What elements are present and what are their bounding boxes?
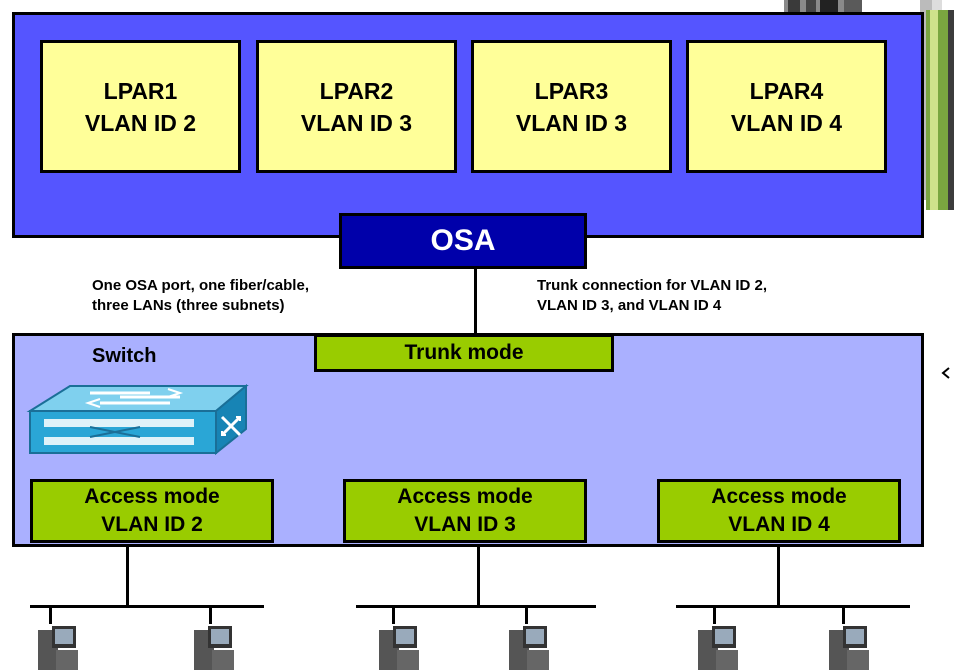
lpar-2: LPAR2 VLAN ID 3	[256, 40, 457, 173]
lpar-3: LPAR3 VLAN ID 3	[471, 40, 672, 173]
lpar-vlan: VLAN ID 4	[730, 109, 843, 136]
lan-2-drop	[126, 546, 129, 606]
trunk-mode-port: Trunk mode	[314, 334, 614, 372]
workstation-icon	[379, 626, 419, 670]
lpar-vlan: VLAN ID 2	[84, 109, 197, 136]
server-green-bezel	[926, 10, 954, 210]
switch-icon	[26, 383, 249, 456]
workstation-icon	[509, 626, 549, 670]
lpar-name: LPAR3	[534, 77, 609, 104]
workstation-drop	[713, 606, 716, 624]
access-port-vlan-2: Access mode VLAN ID 2	[30, 479, 274, 543]
access-vlan-label: VLAN ID 4	[728, 513, 830, 536]
lpar-vlan: VLAN ID 3	[515, 109, 628, 136]
workstation-icon	[194, 626, 234, 670]
lpar-1: LPAR1 VLAN ID 2	[40, 40, 241, 173]
lpar-name: LPAR1	[103, 77, 178, 104]
note-line: VLAN ID 3, and VLAN ID 4	[537, 297, 722, 314]
access-mode-label: Access mode	[397, 485, 533, 508]
access-port-vlan-3: Access mode VLAN ID 3	[343, 479, 587, 543]
osa-trunk-cable	[474, 269, 477, 335]
lan-3-drop	[477, 546, 480, 606]
trunk-mode-label: Trunk mode	[404, 341, 524, 364]
lpar-vlan: VLAN ID 3	[300, 109, 413, 136]
workstation-drop	[392, 606, 395, 624]
note-line: Trunk connection for VLAN ID 2,	[537, 277, 768, 294]
note-line: One OSA port, one fiber/cable,	[92, 277, 309, 294]
workstation-icon	[698, 626, 738, 670]
access-mode-label: Access mode	[84, 485, 220, 508]
osa-adapter: OSA	[339, 213, 587, 269]
trunk-connection-note: Trunk connection for VLAN ID 2, VLAN ID …	[537, 276, 767, 316]
side-arrow-icon	[941, 367, 950, 379]
workstation-drop	[842, 606, 845, 624]
workstation-icon	[829, 626, 869, 670]
lan-2-bus	[30, 605, 264, 608]
access-vlan-label: VLAN ID 3	[414, 513, 516, 536]
note-line: three LANs (three subnets)	[92, 297, 285, 314]
access-vlan-label: VLAN ID 2	[101, 513, 203, 536]
workstation-drop	[49, 606, 52, 624]
workstation-drop	[525, 606, 528, 624]
lan-3-bus	[356, 605, 596, 608]
switch-label: Switch	[92, 345, 157, 367]
access-port-vlan-4: Access mode VLAN ID 4	[657, 479, 901, 543]
workstation-drop	[209, 606, 212, 624]
access-mode-label: Access mode	[711, 485, 847, 508]
lan-4-drop	[777, 546, 780, 606]
osa-label: OSA	[430, 224, 496, 257]
lpar-name: LPAR2	[319, 77, 394, 104]
osa-port-note: One OSA port, one fiber/cable, three LAN…	[92, 276, 309, 316]
lpar-4: LPAR4 VLAN ID 4	[686, 40, 887, 173]
lpar-name: LPAR4	[749, 77, 824, 104]
workstation-icon	[38, 626, 78, 670]
lan-4-bus	[676, 605, 910, 608]
